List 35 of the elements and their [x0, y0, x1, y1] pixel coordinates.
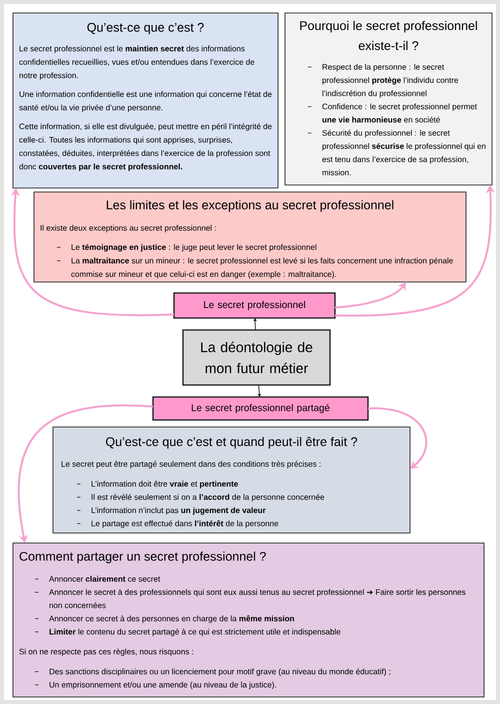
list-item: Limiter le contenu du secret partagé à ce qui est strictement utile et indispensable [34, 628, 340, 636]
info-box [284, 12, 492, 186]
heading: Comment partager un secret professionnel ? [20, 552, 266, 564]
info-box [12, 12, 278, 188]
paragraph: Il existe deux exceptions au secret professionnel : [40, 224, 216, 232]
list-item: Il est révélé seulement si on a l’accord de la personne concernée [76, 494, 324, 502]
paragraph: Le secret peut être partagé seulement dans des conditions très précises : [62, 460, 320, 468]
heading: Les limites et les exceptions au secret professionnel [106, 200, 394, 212]
info-box [12, 542, 484, 698]
curved-arrow [368, 408, 428, 469]
list-item: Annoncer clairement ce secret [34, 576, 160, 582]
list-item: Sécurité du professionnel : le secret professionnel sécurise le professionnel qui en est tenu dans l’exercice de sa profession, mission. [308, 130, 486, 176]
title-banner: Le secret professionnel partagé [152, 396, 369, 421]
paragraph: Le secret professionnel est le maintien secret des informations confidentielles recueillies, vues et/ou entendues dans l’exercice de notre profession. [19, 46, 254, 80]
curved-arrow [334, 282, 406, 308]
heading: Pourquoi le secret professionnel existe-t-il ? [300, 20, 477, 50]
list-item: Le partage est effectué dans l’intérêt de la personne [76, 520, 278, 528]
list-item: Confidence : le secret professionnel permet une vie harmonieuse en société [308, 103, 477, 123]
paragraph: Une information confidentielle est une information qui concerne l’état de santé et/ou la vie privée d’une personne. [19, 91, 272, 112]
list-item: L’information doit être vraie et pertinente [76, 480, 238, 488]
info-box [34, 192, 466, 282]
heading: Qu’est-ce que c’est ? [87, 22, 204, 34]
list-item: Le témoignage en justice : le juge peut lever le secret professionnel [56, 244, 316, 252]
info-box [52, 426, 410, 534]
list-item: La maltraitance sur un mineur : le secret professionnel est levé si les faits concernent une infraction pénale commise sur mineur et que celui-ci est en danger (exemple : maltraitance). [56, 257, 453, 279]
list-item: Respect de la personne : le secret professionnel protège l’individu contre l’indiscrétion du professionnel [308, 64, 458, 98]
list-item: Annoncer ce secret à des personnes en charge de la même mission [34, 615, 294, 623]
list-item: Un emprisonnement et/ou une amende (au niveau de la justice). [34, 682, 276, 690]
paragraph: Si on ne respecte pas ces règles, nous risquons : [19, 648, 193, 656]
topic-box: La déontologie de mon futur métier [182, 329, 331, 386]
list-item: Des sanctions disciplinaires ou un licenciement pour motif grave (au niveau du monde éducatif) ; [34, 668, 390, 676]
title-banner: Le secret professionnel [173, 292, 336, 319]
list-item: L’information n’inclut pas un jugement de valeur [76, 507, 266, 515]
heading: Qu’est-ce que c’est et quand peut-il être fait ? [106, 436, 358, 449]
paragraph: Cette information, si elle est divulguée, peut mettre en péril l’intégrité de celle-ci. Toutes les informations qui sont apprises, surprises, constatées, déduites, interprétées dans l’exercice de la profession sont donc couvertes par le secret professionnel. [19, 123, 272, 171]
